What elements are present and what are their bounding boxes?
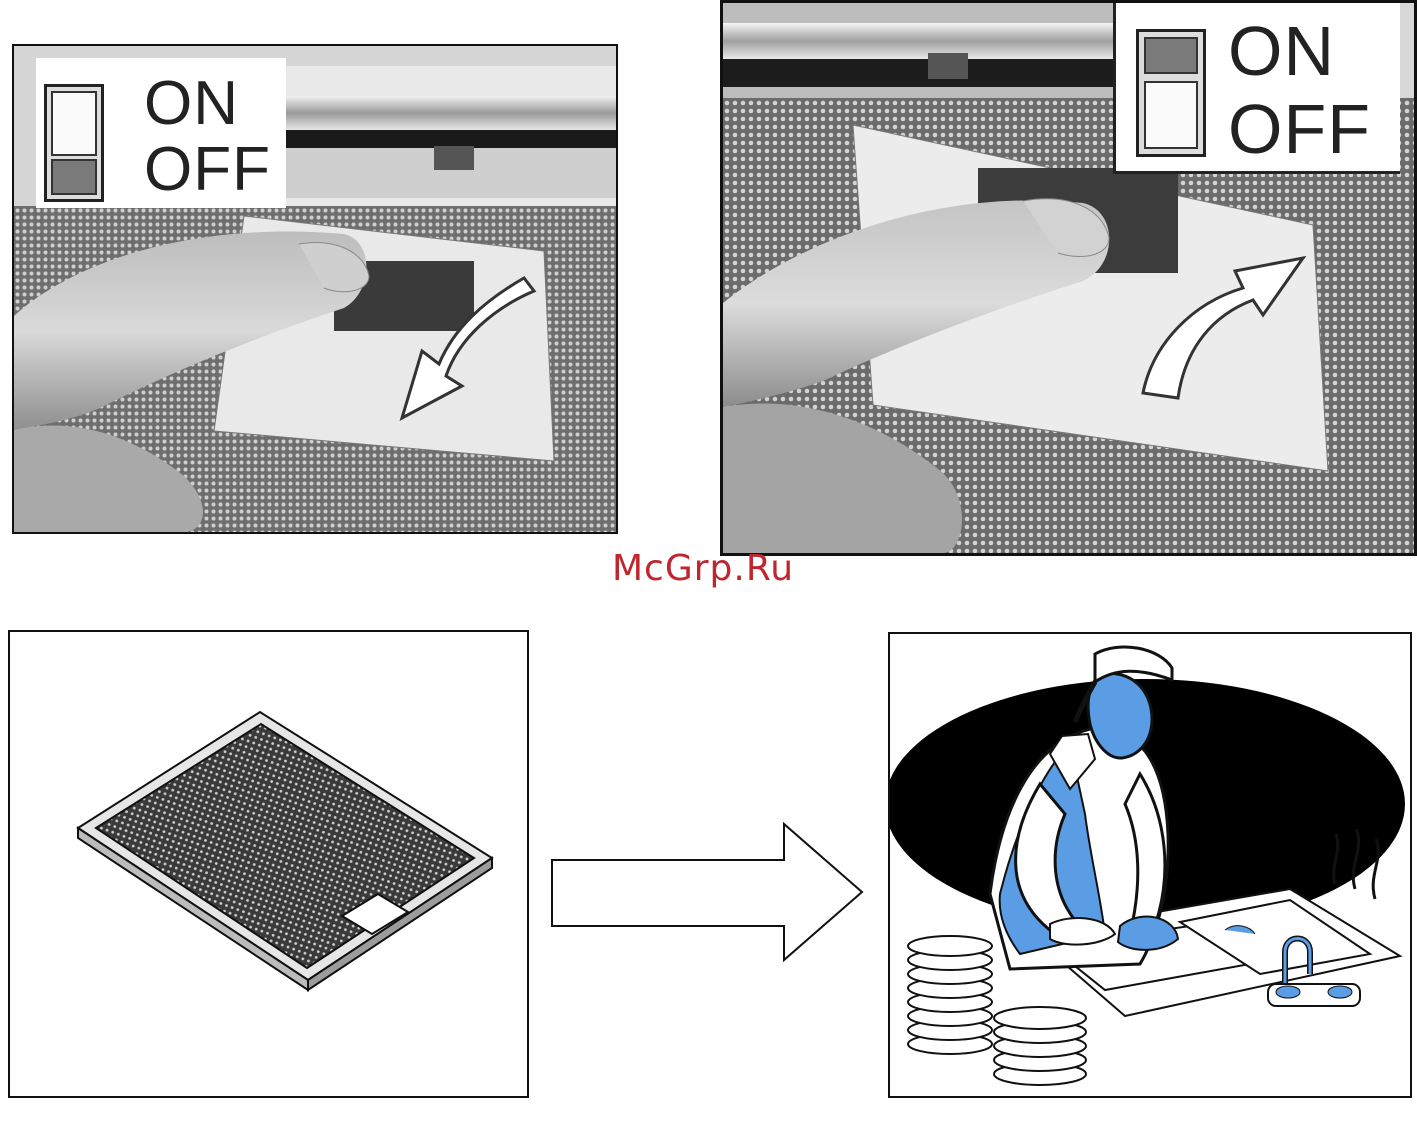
washing-filter-in-sink-illustration [890, 634, 1410, 1096]
grease-filter-panel [8, 630, 529, 1098]
rocker-switch-on-icon [1136, 29, 1206, 157]
switch-on-label: ON [1228, 11, 1335, 91]
dishwashing-panel [888, 632, 1412, 1098]
power-switch-legend: ON OFF [36, 58, 286, 208]
power-switch-legend: ON OFF [1113, 3, 1400, 174]
insert-filter-panel: ON OFF [720, 0, 1417, 556]
switch-off-label: OFF [144, 134, 271, 205]
rocker-switch-off-icon [44, 84, 104, 202]
switch-off-label: OFF [1228, 89, 1371, 169]
remove-filter-panel: ON OFF [12, 44, 618, 534]
switch-on-label: ON [144, 68, 239, 139]
watermark-text: McGrp.Ru [612, 548, 794, 589]
right-arrow-icon [548, 820, 868, 966]
grease-filter-drawing [10, 632, 527, 1096]
